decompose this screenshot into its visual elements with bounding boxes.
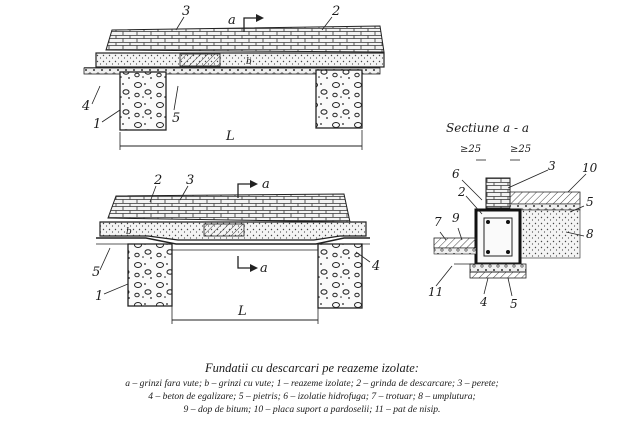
- label-3-section: 3: [548, 159, 556, 173]
- pad-b-left: [127, 243, 173, 307]
- label-L-top: L: [225, 129, 235, 144]
- beam-a: [95, 52, 385, 68]
- label-9-section: 9: [452, 211, 460, 225]
- pad-a-left: [119, 71, 167, 131]
- sidewalk: [433, 237, 477, 249]
- label-1-bottom: 1: [95, 289, 103, 304]
- label-2-bottom: 2: [153, 173, 162, 188]
- caption-line-1: a – grinzi fara vute; b – grinzi cu vute…: [125, 378, 499, 389]
- sand-bed: [469, 263, 527, 273]
- label-b-bottom: b: [126, 227, 132, 237]
- label-a-bottom-2: a: [260, 261, 268, 276]
- section-title: Sectiune a - a: [446, 121, 529, 135]
- pad-a-right: [315, 69, 363, 129]
- label-4-top: 4: [81, 99, 90, 114]
- drawing-a: 3 a 2 b 4 1 5 L: [81, 4, 385, 150]
- label-11-section: 11: [428, 285, 443, 299]
- pad-b-right: [317, 243, 363, 309]
- foundation-drawing: 3 a 2 b 4 1 5 L 2 3 a a b 5 1: [81, 4, 598, 324]
- dim-right: ≥25: [510, 144, 531, 155]
- label-L-bottom: L: [237, 304, 247, 319]
- dim-left: ≥25: [460, 144, 481, 155]
- label-1-top: 1: [93, 117, 101, 132]
- label-8-section: 8: [586, 227, 594, 241]
- label-5-section: 5: [586, 195, 594, 209]
- label-10-section: 10: [582, 161, 598, 175]
- fill-right: [519, 209, 581, 259]
- wall-b: [107, 193, 351, 223]
- label-2-top: 2: [331, 4, 340, 19]
- label-6-section: 6: [452, 167, 460, 181]
- floor-slab: [509, 191, 581, 205]
- caption-title: Fundatii cu descarcari pe reazeme izolat…: [205, 361, 419, 375]
- label-b-top: b: [246, 57, 252, 67]
- wall-a: [105, 25, 385, 53]
- label-4-bottom: 4: [371, 259, 380, 274]
- caption-line-3: 9 – dop de bitum; 10 – placa suport a pa…: [183, 404, 441, 415]
- section-a-a: Sectiune a - a ≥25 ≥25 6 2 3 10 5: [428, 121, 598, 311]
- label-4-section: 4: [479, 295, 488, 309]
- label-7-section: 7: [434, 215, 442, 229]
- label-5-top: 5: [172, 111, 180, 126]
- label-5-bottom: 5: [92, 265, 100, 280]
- label-2-section: 2: [457, 185, 466, 199]
- section-wall: [485, 177, 511, 209]
- caption-line-2: 4 – beton de egalizare; 5 – pietris; 6 –…: [148, 391, 476, 402]
- label-3-bottom: 3: [186, 173, 194, 188]
- label-3-top: 3: [182, 4, 190, 19]
- drawing-b: 2 3 a a b 5 1 4 L: [92, 173, 380, 324]
- label-a-bottom-1: a: [262, 177, 270, 192]
- label-5b-section: 5: [510, 297, 518, 311]
- label-a-top: a: [228, 13, 236, 28]
